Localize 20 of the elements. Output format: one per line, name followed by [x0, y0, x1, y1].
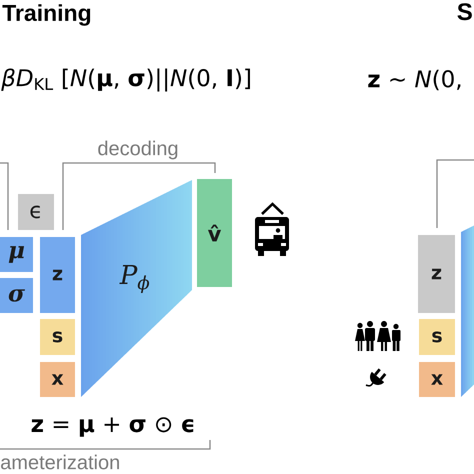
node-label: P$_{ϕ}$: [119, 264, 150, 293]
variable-box: ϵ: [18, 194, 54, 230]
bracket-label: ameterization: [1, 454, 119, 470]
variable-box: x: [419, 362, 455, 397]
variable-box: σ: [0, 278, 33, 313]
variable-box: s: [419, 319, 455, 355]
heading: Training: [2, 4, 90, 26]
variable-box: z: [418, 235, 455, 313]
section-heading: S: [457, 3, 472, 20]
bracket-label: decoding: [98, 140, 178, 160]
variable-box: z: [40, 237, 75, 313]
formula: z = μ + σ ⊙ ϵ: [32, 417, 194, 437]
formula: z ∼ N(0,: [368, 70, 460, 90]
variable-box: s: [40, 319, 75, 355]
formula: βD$_{KL}$ [N(μ, σ)||N(0, I)]: [1, 68, 250, 92]
variable-box: μ: [0, 237, 33, 272]
decoder-trapezoid: [461, 226, 474, 397]
variable-box: x: [40, 362, 75, 397]
variable-box: v̂: [197, 179, 232, 287]
decoder-trapezoid: P$_{ϕ}$: [81, 180, 192, 397]
